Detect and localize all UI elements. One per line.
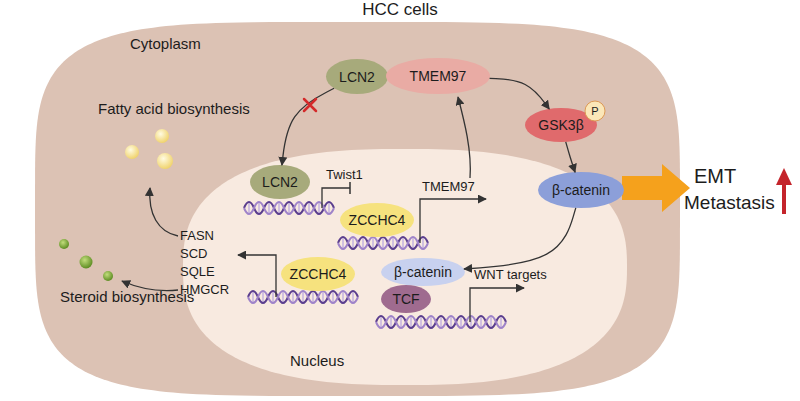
protein-ellipse-shape (381, 285, 431, 313)
protein-ellipse: LCN2 (250, 165, 310, 199)
annotation-label: EMT (694, 166, 736, 186)
protein-ellipse-shape (538, 172, 624, 208)
protein-ellipse-shape (386, 58, 490, 94)
protein-ellipse-shape (326, 59, 388, 94)
annotation-label: WNT targets (474, 268, 547, 281)
annotation-label: TMEM97 (422, 180, 475, 193)
annotation-label: Metastasis (684, 193, 775, 212)
compartment-label: Cytoplasm (130, 36, 201, 51)
compartment-title: Nucleus (290, 353, 344, 368)
node-label: LCN2 (262, 175, 298, 189)
protein-ellipse: β-catenin (538, 172, 624, 208)
node-label: P (591, 106, 598, 117)
node-label: ZCCHC4 (290, 267, 347, 281)
increase-arrow-head (776, 168, 792, 185)
phospho-badge: P (585, 101, 605, 121)
node-label: ZCCHC4 (349, 213, 406, 227)
protein-ellipse: β-catenin (381, 258, 465, 286)
annotation-label: FASN (180, 229, 214, 242)
node-label: TCF (392, 292, 419, 306)
protein-ellipse: GSK3β P (525, 108, 597, 142)
protein-ellipse: TMEM97 (386, 58, 490, 94)
protein-ellipse-shape (250, 165, 310, 199)
protein-ellipse: LCN2 (326, 59, 388, 94)
node-label: TMEM97 (410, 69, 467, 83)
annotation-label: SCD (180, 247, 207, 260)
annotation-label: Steroid biosynthesis (60, 289, 194, 304)
node-label: β-catenin (552, 183, 610, 197)
annotation-label: Twist1 (326, 168, 363, 181)
protein-ellipse-shape (381, 258, 465, 286)
cell-compartment-shape (35, 22, 680, 396)
annotation-label: Fatty acid biosynthesis (98, 101, 250, 116)
protein-ellipse-shape (281, 257, 355, 291)
node-label: GSK3β (538, 118, 583, 132)
annotation-label: SQLE (180, 265, 215, 278)
compartment-title: HCC cells (330, 1, 470, 18)
nucleus-compartment-shape (183, 149, 627, 385)
protein-ellipse-shape (340, 203, 414, 237)
node-label: LCN2 (339, 70, 375, 84)
phospho-badge-shape (585, 101, 605, 121)
increase-arrow (782, 182, 786, 214)
protein-ellipse: TCF (381, 285, 431, 313)
cell-compartment: HCC cellsCytoplasmLCN2TMEM97GSK3βPβ-cate… (35, 22, 680, 396)
node-label: β-catenin (394, 265, 452, 279)
protein-ellipse: ZCCHC4 (340, 203, 414, 237)
protein-ellipse: ZCCHC4 (281, 257, 355, 291)
